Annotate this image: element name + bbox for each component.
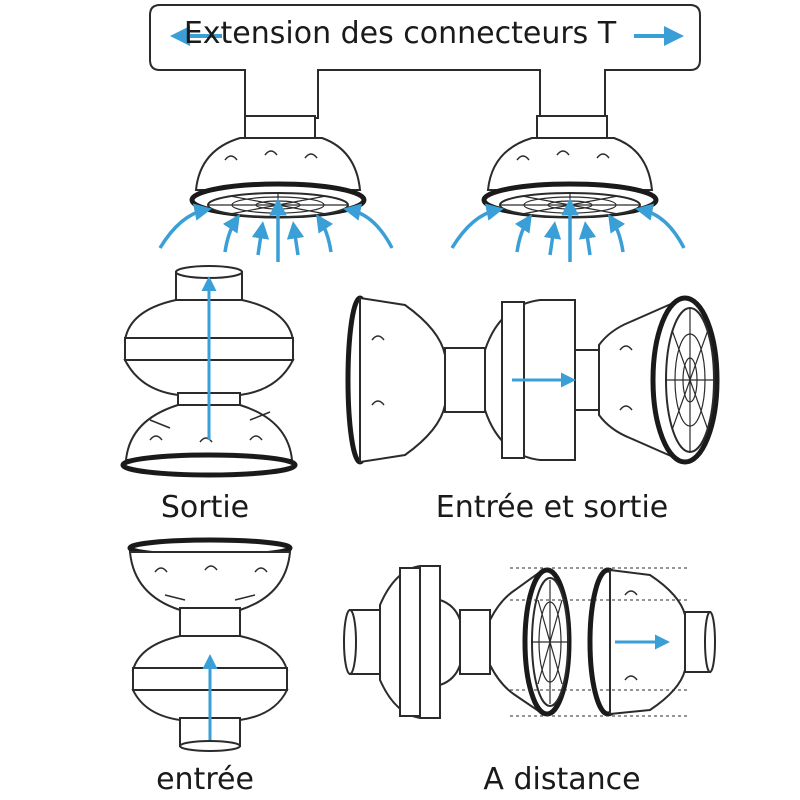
fan-outlet-config [120, 265, 298, 478]
top-fan-left [189, 115, 367, 219]
fan-inline-config [345, 295, 720, 465]
t-connector-pipe [149, 4, 701, 119]
flow-arrow-icon [158, 198, 686, 262]
label-inlet-outlet: Entrée et sortie [435, 490, 669, 525]
label-inlet: entrée [156, 762, 254, 797]
label-outlet: Sortie [160, 490, 250, 525]
label-remote: A distance [483, 762, 641, 797]
fan-remote-config [343, 565, 716, 719]
top-fan-right [481, 115, 659, 219]
diagram-title: Extension des connecteurs T [183, 16, 617, 51]
fan-inlet-config [127, 537, 293, 752]
